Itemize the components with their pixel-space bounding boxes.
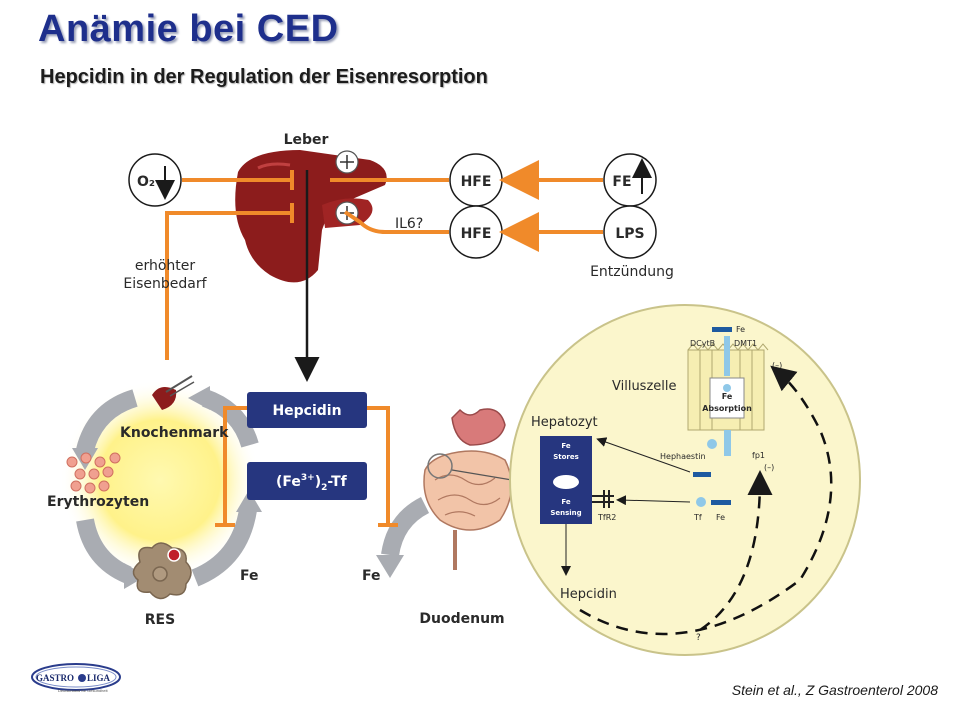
label-entzuendung: Entzündung <box>590 264 674 280</box>
label-fe-right: Fe <box>362 568 381 584</box>
label-leber: Leber <box>284 132 329 148</box>
inset-fe-sensing-1: Fe <box>561 498 570 506</box>
dashed-feedback-inner <box>699 470 773 632</box>
slide-subtitle: Hepcidin in der Regulation der Eisenreso… <box>40 66 488 88</box>
inset-dmt1: DMT1 <box>734 339 757 348</box>
erythrocytes-icon <box>66 452 121 494</box>
dmt1-marker <box>712 327 732 332</box>
logo-text-1: GASTRO <box>36 673 74 683</box>
fe-node-label: FE <box>612 174 631 190</box>
inset-fe-sensing-2: Sensing <box>550 509 581 517</box>
logo-text-2: LIGA <box>87 673 111 683</box>
hepcidin-box <box>247 392 367 428</box>
inset-fe-absorption-2: Absorption <box>702 404 752 413</box>
inset-fe-stores-2: Stores <box>553 453 579 461</box>
inset-fe-small: Fe <box>716 513 725 522</box>
label-erythrozyten: Erythrozyten <box>47 494 149 510</box>
hepcidin-inhibit-right <box>367 406 390 525</box>
hfe-top-label: HFE <box>461 174 492 190</box>
plus-icon-top <box>335 150 359 174</box>
arrow-tf-to-tfr2 <box>616 495 691 506</box>
inset-hephaestin: Hephaestin <box>660 452 706 461</box>
hfe-bottom-label: HFE <box>461 226 492 242</box>
macrophage-icon <box>132 542 192 600</box>
label-res: RES <box>145 612 175 628</box>
label-erhoehter: erhöhter <box>135 258 196 274</box>
o2-node: O₂ <box>128 153 182 207</box>
lps-node: LPS <box>603 205 657 259</box>
label-knochenmark: Knochenmark <box>120 425 229 441</box>
label-fe-left: Fe <box>240 568 259 584</box>
dashed-feedback-outer <box>579 365 833 636</box>
inset-dcytb: DCytB <box>690 339 715 348</box>
inset-villuszelle: Villuszelle <box>612 379 677 394</box>
lps-label: LPS <box>615 226 644 242</box>
inset-fp1: fp1 <box>752 451 765 460</box>
inset-hepcidin: Hepcidin <box>560 587 617 602</box>
bone-marrow-glow <box>60 380 260 580</box>
inset-fe-absorption-1: Fe <box>722 392 733 401</box>
hfe-node-bottom: HFE <box>449 205 503 259</box>
inset-circle <box>509 304 861 656</box>
inset-minus-bottom: (–) <box>764 463 774 472</box>
citation: Stein et al., Z Gastroenterol 2008 <box>731 682 938 698</box>
label-duodenum: Duodenum <box>419 611 504 627</box>
inset-hepatozyt: Hepatozyt <box>531 415 598 430</box>
hfe-node-top: HFE <box>449 153 503 207</box>
slide-title: Anämie bei CED <box>38 8 339 50</box>
bone-marrow-icon <box>152 375 195 410</box>
o2-label: O₂ <box>137 174 155 190</box>
inset-minus-top: (–) <box>772 361 782 370</box>
label-eisenbedarf: Eisenbedarf <box>123 276 207 292</box>
line-erhoehter-to-liver <box>165 211 292 360</box>
inset-fe-top: Fe <box>736 325 745 334</box>
fe-tf-box <box>247 462 367 500</box>
inset-question: ? <box>696 633 701 643</box>
gastroliga-logo: GASTRO LIGA Deutschland für Gesundheit <box>31 663 121 693</box>
label-il6: IL6? <box>395 216 423 232</box>
hepcidin-box-label: Hepcidin <box>272 403 341 419</box>
inset-tfr2: TfR2 <box>597 513 616 522</box>
liver-icon <box>235 150 387 283</box>
tfr2-receptor <box>592 490 614 508</box>
fp1-marker <box>724 430 731 456</box>
inset-tf: Tf <box>693 513 702 522</box>
transport-channel <box>724 336 730 376</box>
iron-cycle-arrows <box>76 389 430 587</box>
hepcidin-inhibit-left <box>223 406 247 525</box>
line-hfe2-to-liver <box>343 210 449 234</box>
logo-tagline: Deutschland für Gesundheit <box>58 688 108 693</box>
gi-tract-icon <box>423 408 513 570</box>
fe-node: FE <box>603 153 657 207</box>
arrow-hephaestin-to-hepatocyte <box>596 437 691 473</box>
fe-tf-label: (Fe3+)2-Tf <box>276 473 348 493</box>
inset-fe-stores-1: Fe <box>561 442 570 450</box>
